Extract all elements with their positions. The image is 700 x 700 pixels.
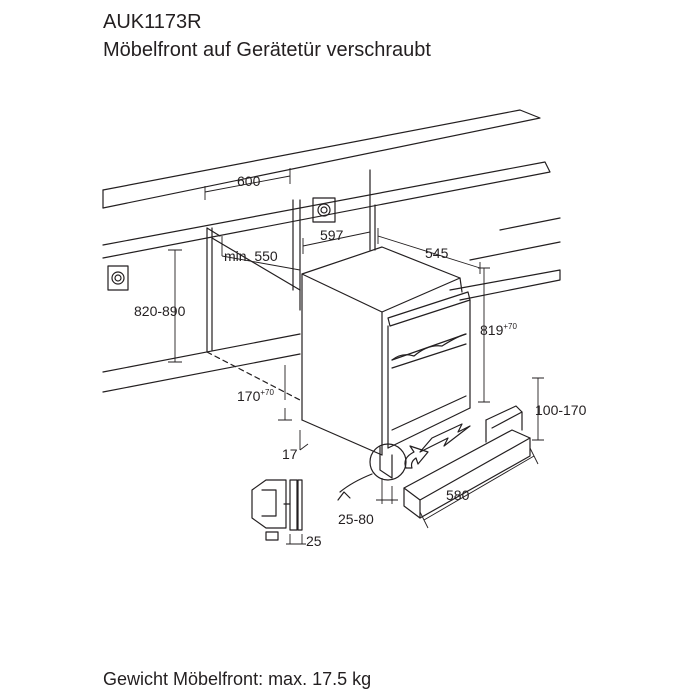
hinge-detail-icon: [251, 479, 303, 541]
model-title: AUK1173R: [103, 11, 202, 33]
label-25: 25: [306, 533, 322, 549]
floor-line: [102, 217, 561, 393]
label-580: 580: [446, 487, 470, 503]
label-597: 597: [320, 227, 344, 243]
appliance-body: [301, 246, 471, 479]
mounting-description: Möbelfront auf Gerätetür verschraubt: [103, 39, 431, 61]
label-819: 819+70: [480, 322, 517, 338]
mounting-arrow: [404, 423, 471, 469]
power-socket-left-icon: [107, 265, 129, 291]
dim-line-600: [204, 168, 291, 200]
label-100-170: 100-170: [535, 402, 587, 418]
label-600: 600: [237, 173, 261, 189]
detail-marker: [337, 443, 407, 501]
dim-line-820-890: [168, 249, 182, 363]
dim-line-597: [302, 224, 371, 254]
dim-line-819: [478, 267, 490, 403]
label-820-890: 820-890: [134, 303, 186, 319]
weight-note: Gewicht Möbelfront: max. 17.5 kg: [103, 669, 372, 689]
dim-line-25-80: [376, 478, 398, 504]
dim-line-25: [286, 534, 306, 545]
plinth-panel: [403, 405, 531, 519]
label-min550: min. 550: [224, 248, 278, 264]
label-545: 545: [425, 245, 449, 261]
label-170: 170+70: [237, 388, 274, 404]
label-17: 17: [282, 446, 298, 462]
niche: [206, 169, 376, 401]
dim-line-min550: [221, 236, 301, 271]
power-socket-right-icon: [312, 197, 336, 223]
dim-line-17: [299, 430, 309, 451]
label-25-80: 25-80: [338, 511, 374, 527]
dim-line-100-170: [532, 377, 544, 441]
dim-line-580: [419, 447, 539, 529]
dim-line-170: [278, 365, 292, 421]
